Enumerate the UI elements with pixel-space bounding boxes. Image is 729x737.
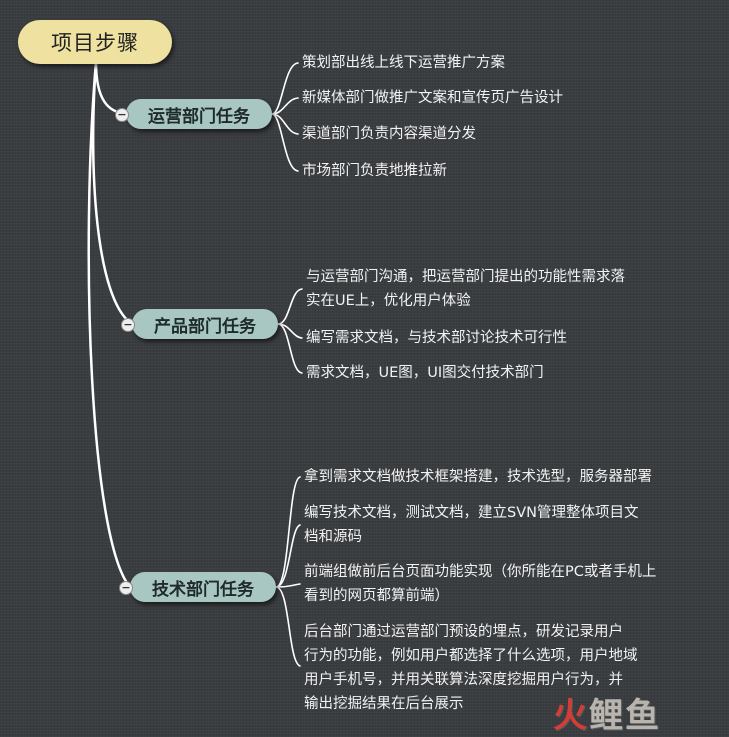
- root-title: 项目步骤: [51, 31, 139, 55]
- root-node[interactable]: 项目步骤: [18, 20, 172, 64]
- connector-root-to-ops: [94, 60, 128, 116]
- watermark-part-carp: 鲤鱼: [589, 696, 661, 736]
- connector-root-to-tech: [87, 60, 132, 589]
- branch-label: 产品部门任务: [154, 316, 256, 337]
- leaf-node: 市场部门负责地推拉新: [302, 163, 447, 179]
- connector-ops-item-1: [271, 62, 299, 115]
- connector-tech-item-2: [275, 524, 301, 588]
- branch-label: 运营部门任务: [148, 106, 250, 127]
- collapse-toggle-icon[interactable]: −: [121, 318, 135, 332]
- connector-product-item-3: [277, 323, 303, 374]
- connector-ops-item-4: [271, 113, 299, 172]
- leaf-node: 与运营部门沟通，把运营部门提出的功能性需求落 实在UE上，优化用户体验: [306, 269, 625, 309]
- connector-product-item-1: [277, 288, 303, 325]
- branch-node-operations[interactable]: 运营部门任务: [126, 99, 272, 129]
- collapse-toggle-icon[interactable]: −: [119, 581, 133, 595]
- watermark-logo: 火鲤鱼: [553, 688, 661, 736]
- leaf-node: 拿到需求文档做技术框架搭建，技术选型，服务器部署: [304, 469, 652, 485]
- watermark-part-fire: 火: [553, 696, 589, 736]
- connector-tech-item-4: [275, 586, 301, 667]
- leaf-node: 需求文档，UE图，UI图交付技术部门: [306, 365, 544, 381]
- leaf-node: 前端组做前后台页面功能实现（你所能在PC或者手机上 看到的网页都算前端）: [304, 564, 657, 604]
- connector-tech-item-1: [275, 476, 301, 588]
- leaf-node: 策划部出线上线下运营推广方案: [302, 55, 505, 71]
- leaf-node: 渠道部门负责内容渠道分发: [302, 126, 476, 142]
- connector-root-to-product: [91, 60, 134, 326]
- branch-node-product[interactable]: 产品部门任务: [132, 309, 278, 339]
- leaf-node: 编写需求文档，与技术部讨论技术可行性: [306, 330, 567, 346]
- branch-node-technology[interactable]: 技术部门任务: [130, 572, 276, 602]
- leaf-node: 编写技术文档，测试文档，建立SVN管理整体项目文 档和源码: [304, 505, 639, 545]
- collapse-toggle-icon[interactable]: −: [115, 108, 129, 122]
- leaf-node: 新媒体部门做推广文案和宣传页广告设计: [302, 90, 563, 106]
- branch-label: 技术部门任务: [152, 579, 254, 600]
- connector-tech-item-3: [275, 583, 301, 588]
- leaf-node: 后台部门通过运营部门预设的埋点，研发记录用户 行为的功能，例如用户都选择了什么选…: [304, 624, 638, 712]
